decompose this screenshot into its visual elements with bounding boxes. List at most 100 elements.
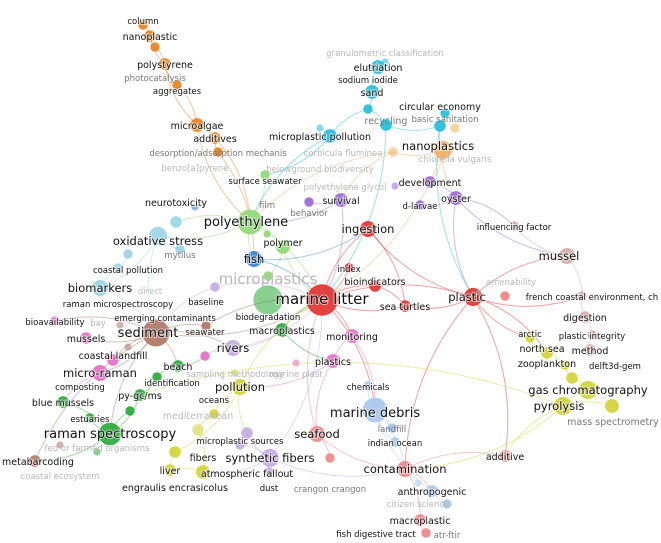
node-label-gaschrom[interactable]: gas chromatography bbox=[527, 382, 649, 398]
node-label-bioindicators[interactable]: bioindicators bbox=[343, 276, 406, 289]
node-massspec[interactable] bbox=[605, 399, 619, 413]
node-coastalpollution[interactable] bbox=[123, 249, 133, 259]
node-label-engraulis[interactable]: engraulis encrasicolus bbox=[121, 482, 229, 495]
node-label-belowground[interactable]: belowground biodiversity bbox=[266, 165, 374, 175]
node-label-granulometric[interactable]: granulometric classification bbox=[326, 49, 444, 59]
node-label-corbicula[interactable]: corbicula fluminea bbox=[304, 149, 383, 159]
node-label-polystyrene[interactable]: polystyrene bbox=[136, 59, 194, 72]
node-plastic[interactable] bbox=[463, 287, 483, 307]
node-micropollution[interactable] bbox=[323, 129, 337, 143]
node-pyrolysis[interactable] bbox=[553, 396, 573, 416]
node-sand[interactable] bbox=[365, 85, 379, 99]
node-mussels[interactable] bbox=[80, 332, 92, 344]
node-label-coastalpollution[interactable]: coastal pollution bbox=[92, 265, 164, 277]
node-label-sediment[interactable]: sediment bbox=[117, 325, 180, 342]
node-label-beach[interactable]: beach bbox=[163, 361, 194, 374]
node-polyethylene[interactable] bbox=[237, 209, 263, 235]
node-label-aggregates[interactable]: aggregates bbox=[152, 86, 203, 98]
node-atrftir[interactable] bbox=[442, 499, 452, 509]
node-label-polyethylene[interactable]: polyethylene bbox=[203, 214, 289, 231]
node-label-coastallandfill[interactable]: coastal landfill bbox=[78, 350, 149, 363]
node-label-ingestion[interactable]: ingestion bbox=[341, 221, 396, 237]
node-label-seaturtles[interactable]: sea turtles bbox=[379, 301, 431, 314]
node-ramanmicro[interactable] bbox=[113, 263, 123, 273]
node-label-northsea[interactable]: north sea bbox=[518, 343, 565, 356]
node-benzo[interactable] bbox=[191, 203, 199, 211]
node-elutriation[interactable] bbox=[371, 60, 385, 74]
node-label-plasticintegrity[interactable]: plastic integrity bbox=[558, 331, 626, 343]
node-macroplastic[interactable] bbox=[414, 514, 426, 526]
node-chlorella[interactable] bbox=[450, 123, 460, 133]
node-label-behavior[interactable]: behavior bbox=[290, 209, 328, 219]
node-label-basicsan[interactable]: basic sanitation bbox=[412, 115, 479, 125]
node-label-french[interactable]: french coastal environment, ch bbox=[525, 292, 659, 304]
node-label-baseline[interactable]: baseline bbox=[187, 297, 225, 309]
node-label-bluemussels[interactable]: blue mussels bbox=[31, 397, 95, 410]
node-plasticintegrity[interactable] bbox=[587, 330, 597, 340]
node-bay[interactable] bbox=[124, 343, 132, 351]
node-sodiumiodide[interactable] bbox=[363, 104, 373, 114]
node-mediterranean[interactable] bbox=[192, 424, 204, 436]
node-delft[interactable] bbox=[560, 360, 570, 370]
node-label-crangon[interactable]: crangon crangon bbox=[294, 485, 366, 495]
node-sampling[interactable] bbox=[231, 369, 239, 377]
node-label-plastics[interactable]: plastics bbox=[314, 356, 352, 369]
node-label-sand[interactable]: sand bbox=[360, 87, 385, 100]
node-label-atrftir[interactable]: atr-ftir bbox=[434, 531, 461, 541]
node-label-bioavailability[interactable]: bioavailability bbox=[24, 317, 85, 329]
node-fibers[interactable] bbox=[196, 465, 210, 479]
node-aggregates[interactable] bbox=[172, 80, 182, 90]
node-label-nanoplastic[interactable]: nanoplastic bbox=[122, 31, 179, 44]
node-label-recycling[interactable]: recycling bbox=[365, 116, 408, 127]
node-label-polymer[interactable]: polymer bbox=[262, 237, 303, 250]
node-citizen[interactable] bbox=[414, 479, 422, 487]
node-corbicula[interactable] bbox=[388, 147, 398, 157]
node-label-microplasticsgreen[interactable]: microplastics bbox=[219, 270, 318, 288]
node-label-seawater[interactable]: seawater bbox=[184, 327, 226, 339]
node-pollution[interactable] bbox=[232, 379, 248, 395]
node-label-column[interactable]: column bbox=[126, 16, 159, 28]
node-indianocean[interactable] bbox=[390, 437, 400, 447]
node-label-citizen[interactable]: citizen science bbox=[387, 500, 450, 510]
node-oyster[interactable] bbox=[449, 191, 463, 205]
node-label-oxidative[interactable]: oxidative stress bbox=[112, 233, 204, 249]
node-label-synthetic[interactable]: synthetic fibers bbox=[225, 450, 316, 466]
node-label-landfill[interactable]: landfill bbox=[378, 425, 406, 435]
node-label-zooplankton[interactable]: zooplankton bbox=[517, 358, 577, 371]
node-microplasticsgreen[interactable] bbox=[253, 285, 283, 315]
node-label-emerging[interactable]: emerging contaminants bbox=[113, 313, 217, 325]
node-additives[interactable] bbox=[209, 132, 221, 144]
node-marinedebris[interactable] bbox=[362, 397, 388, 423]
node-label-circular[interactable]: circular economy bbox=[398, 101, 482, 114]
node-label-coastalecosystem[interactable]: coastal ecosystem bbox=[21, 472, 100, 482]
node-label-chlorella[interactable]: chlorella vulgaris bbox=[419, 155, 492, 165]
node-label-biodegradation[interactable]: biodegradation bbox=[235, 312, 302, 324]
node-label-ramanmicro[interactable]: raman microspectroscopy bbox=[62, 299, 174, 311]
node-label-composting[interactable]: composting bbox=[54, 382, 106, 394]
node-gaschrom[interactable] bbox=[578, 380, 598, 400]
node-label-index[interactable]: index bbox=[336, 264, 361, 276]
node-label-macroplastic[interactable]: macroplastic bbox=[389, 515, 452, 528]
node-fish[interactable] bbox=[246, 251, 262, 267]
node-seaturtles[interactable] bbox=[399, 300, 411, 312]
node-label-nanoplastics[interactable]: nanoplastics bbox=[401, 138, 475, 154]
node-landfill[interactable] bbox=[387, 423, 397, 433]
node-label-marinedebris[interactable]: marine debris bbox=[329, 405, 421, 422]
node-polyethyleneglycol[interactable] bbox=[391, 182, 399, 190]
node-label-mussels[interactable]: mussels bbox=[66, 333, 107, 346]
node-label-microsources[interactable]: microplastic sources bbox=[196, 436, 286, 448]
node-zooplankton[interactable] bbox=[541, 347, 553, 359]
node-label-elutriation[interactable]: elutriation bbox=[353, 62, 404, 75]
node-dust[interactable] bbox=[264, 467, 274, 477]
node-marinelitter[interactable] bbox=[306, 284, 338, 316]
node-seawater[interactable] bbox=[200, 351, 210, 361]
node-coastallandfill[interactable] bbox=[107, 354, 119, 366]
node-label-oyster[interactable]: oyster bbox=[440, 193, 472, 206]
node-label-photocatalysis[interactable]: photocatalysis bbox=[124, 74, 186, 84]
node-polymer[interactable] bbox=[276, 240, 290, 254]
node-microraman[interactable] bbox=[92, 365, 108, 381]
node-label-rivers[interactable]: rivers bbox=[216, 340, 251, 356]
node-label-additives[interactable]: additives bbox=[192, 133, 237, 146]
node-label-additive[interactable]: additive bbox=[485, 451, 526, 464]
node-microalgae[interactable] bbox=[190, 118, 204, 132]
